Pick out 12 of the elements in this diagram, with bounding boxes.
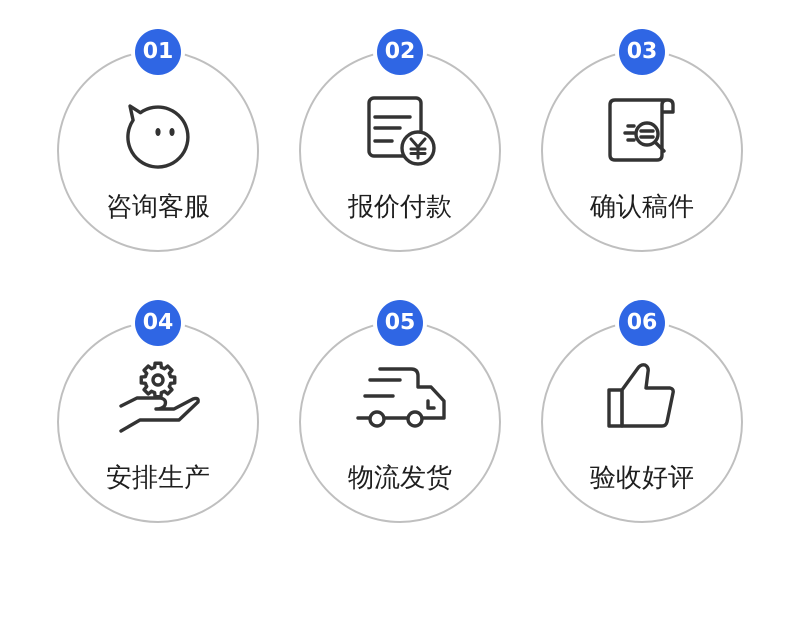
number-badge: 03 (619, 29, 665, 75)
number-badge: 06 (619, 300, 665, 346)
step-label: 安排生产 (106, 464, 210, 492)
step-label: 物流发货 (348, 464, 452, 492)
step-label: 报价付款 (348, 193, 452, 221)
step-label: 验收好评 (590, 464, 694, 492)
step-label: 确认稿件 (590, 193, 694, 221)
step-label: 咨询客服 (106, 193, 210, 221)
number-badge: 04 (135, 300, 181, 346)
number-badge: 02 (377, 29, 423, 75)
number-badge: 01 (135, 29, 181, 75)
number-badge: 05 (377, 300, 423, 346)
